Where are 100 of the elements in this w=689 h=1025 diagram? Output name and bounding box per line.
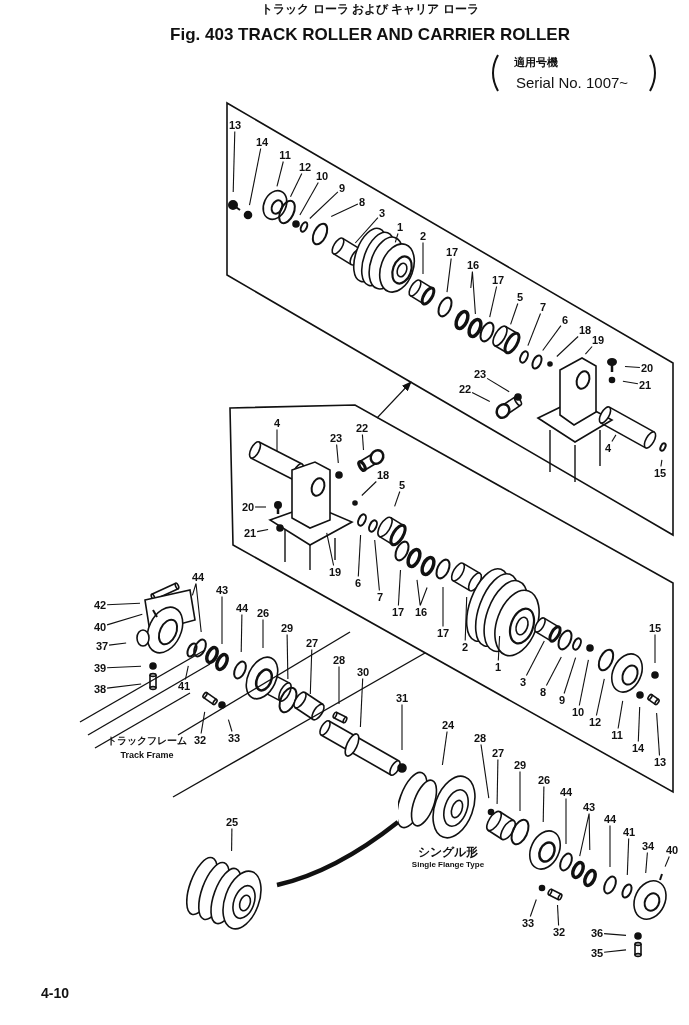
leader-line bbox=[496, 758, 499, 805]
leader-line bbox=[595, 678, 605, 717]
leader-line bbox=[442, 586, 444, 628]
leader-line bbox=[240, 613, 243, 653]
leader-line bbox=[374, 539, 380, 592]
callout-number: 26 bbox=[256, 607, 270, 619]
callout-number: 11 bbox=[611, 729, 623, 741]
leader-line bbox=[489, 285, 498, 318]
leader-line bbox=[357, 534, 362, 578]
callout-number: 41 bbox=[177, 680, 191, 692]
leader-line bbox=[422, 241, 424, 275]
leader-line bbox=[330, 203, 359, 218]
serial-note: 適用号機 bbox=[514, 56, 558, 68]
callout-number: 30 bbox=[356, 666, 370, 678]
leader-line bbox=[276, 428, 278, 452]
leader-line bbox=[227, 719, 233, 733]
callout-number: 44 bbox=[559, 786, 573, 798]
callout-number: 18 bbox=[376, 469, 390, 481]
callout-number: 8 bbox=[358, 196, 366, 208]
leader-line bbox=[637, 706, 641, 743]
leader-line bbox=[359, 677, 364, 728]
page-number: 4-10 bbox=[41, 986, 69, 1000]
callout-number: 15 bbox=[653, 467, 667, 479]
leader-line bbox=[624, 365, 641, 369]
callout-number: 44 bbox=[235, 602, 249, 614]
callout-number: 4 bbox=[273, 417, 281, 429]
leader-line bbox=[394, 232, 399, 243]
leader-line bbox=[656, 712, 661, 757]
leader-line bbox=[542, 785, 545, 823]
leader-line bbox=[184, 665, 189, 681]
leader-line bbox=[191, 582, 202, 633]
callout-number: 1 bbox=[494, 661, 502, 673]
callout-number: 5 bbox=[516, 291, 524, 303]
callout-number: 37 bbox=[95, 640, 109, 652]
callout-number: 43 bbox=[582, 801, 596, 813]
callout-number: 16 bbox=[414, 606, 428, 618]
leader-line bbox=[231, 827, 233, 852]
leader-line bbox=[338, 665, 340, 705]
callout-number: 2 bbox=[419, 230, 427, 242]
callout-number: 27 bbox=[305, 637, 319, 649]
callout-number: 25 bbox=[225, 816, 239, 828]
callout-number: 27 bbox=[491, 747, 505, 759]
leader-line bbox=[106, 683, 142, 689]
callout-number: 29 bbox=[280, 622, 294, 634]
leader-line bbox=[611, 434, 617, 443]
leader-line bbox=[578, 659, 589, 707]
leader-line bbox=[664, 855, 670, 868]
figure-title: Fig. 403 TRACK ROLLER AND CARRIER ROLLER bbox=[170, 25, 570, 43]
leader-line bbox=[603, 949, 627, 953]
callout-number: 19 bbox=[591, 334, 605, 346]
callout-number: 39 bbox=[93, 662, 107, 674]
callout-number: 28 bbox=[332, 654, 346, 666]
callout-number: 26 bbox=[537, 774, 551, 786]
leader-line bbox=[470, 270, 476, 315]
leader-line bbox=[200, 711, 206, 735]
arrow bbox=[376, 381, 412, 419]
leader-line bbox=[441, 730, 448, 766]
leader-line bbox=[394, 490, 401, 507]
leader-line bbox=[563, 657, 577, 695]
leader-line bbox=[519, 770, 521, 812]
leader-line bbox=[464, 596, 468, 642]
leader-line bbox=[262, 618, 264, 649]
callout-number: 9 bbox=[338, 182, 346, 194]
leader-line bbox=[529, 898, 537, 918]
leader-line bbox=[289, 172, 303, 198]
callout-number: 14 bbox=[255, 136, 269, 148]
leader-line bbox=[108, 642, 127, 646]
callout-number: 3 bbox=[378, 207, 386, 219]
callout-number: 6 bbox=[354, 577, 362, 589]
leader-line bbox=[106, 665, 142, 669]
callout-number: 38 bbox=[93, 683, 107, 695]
leader-line bbox=[565, 797, 567, 845]
leader-line bbox=[579, 812, 591, 857]
leader-line bbox=[617, 700, 624, 730]
callout-number: 18 bbox=[578, 324, 592, 336]
leader-line bbox=[416, 579, 428, 607]
callout-number: 3 bbox=[519, 676, 527, 688]
leader-line bbox=[584, 345, 593, 355]
callout-number: 31 bbox=[395, 692, 409, 704]
leader-line bbox=[622, 380, 639, 385]
roller-caption: Single Flange Type bbox=[411, 861, 485, 869]
leader-line bbox=[486, 377, 510, 393]
callout-number: 33 bbox=[227, 732, 241, 744]
callout-number: 11 bbox=[279, 149, 291, 161]
callout-number: 32 bbox=[552, 926, 566, 938]
roller-caption: シングル形 bbox=[418, 846, 478, 858]
callout-number: 22 bbox=[355, 422, 369, 434]
callout-number: 16 bbox=[466, 259, 480, 271]
leader-line bbox=[654, 633, 656, 664]
callout-number: 43 bbox=[215, 584, 229, 596]
callout-number: 42 bbox=[93, 599, 107, 611]
callout-number: 23 bbox=[473, 368, 487, 380]
callout-number: 41 bbox=[622, 826, 636, 838]
serial-number: Serial No. 1007~ bbox=[515, 74, 629, 90]
leader-line bbox=[626, 837, 630, 876]
callout-number: 21 bbox=[243, 527, 257, 539]
callout-number: 12 bbox=[588, 716, 602, 728]
callout-number: 15 bbox=[648, 622, 662, 634]
leader-line bbox=[556, 335, 579, 358]
callout-number: 10 bbox=[315, 170, 329, 182]
